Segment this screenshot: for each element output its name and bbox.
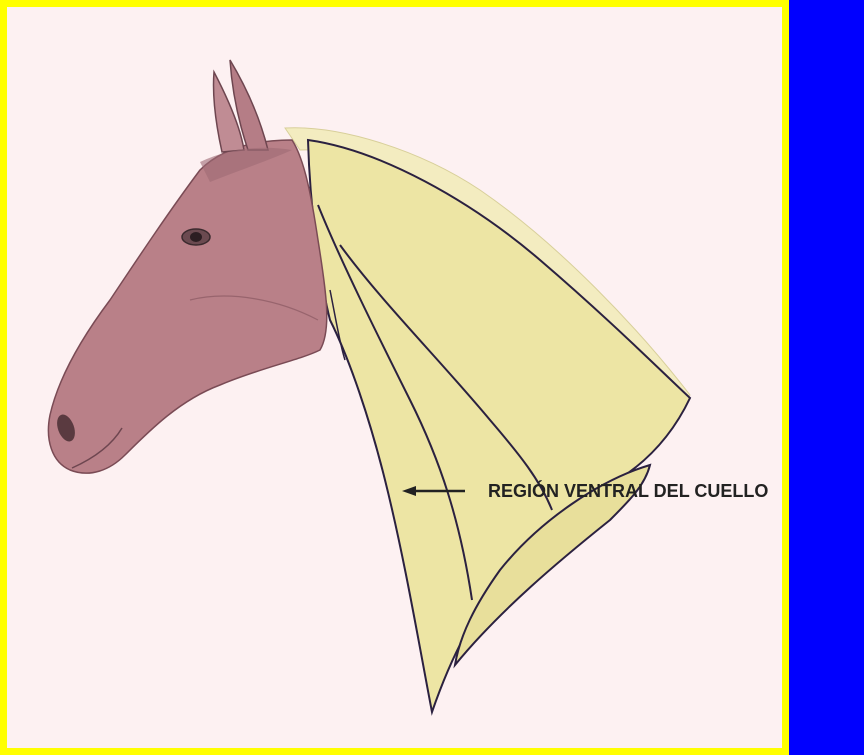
horse-pupil [190,232,202,242]
region-label: REGIÓN VENTRAL DEL CUELLO [488,481,768,502]
